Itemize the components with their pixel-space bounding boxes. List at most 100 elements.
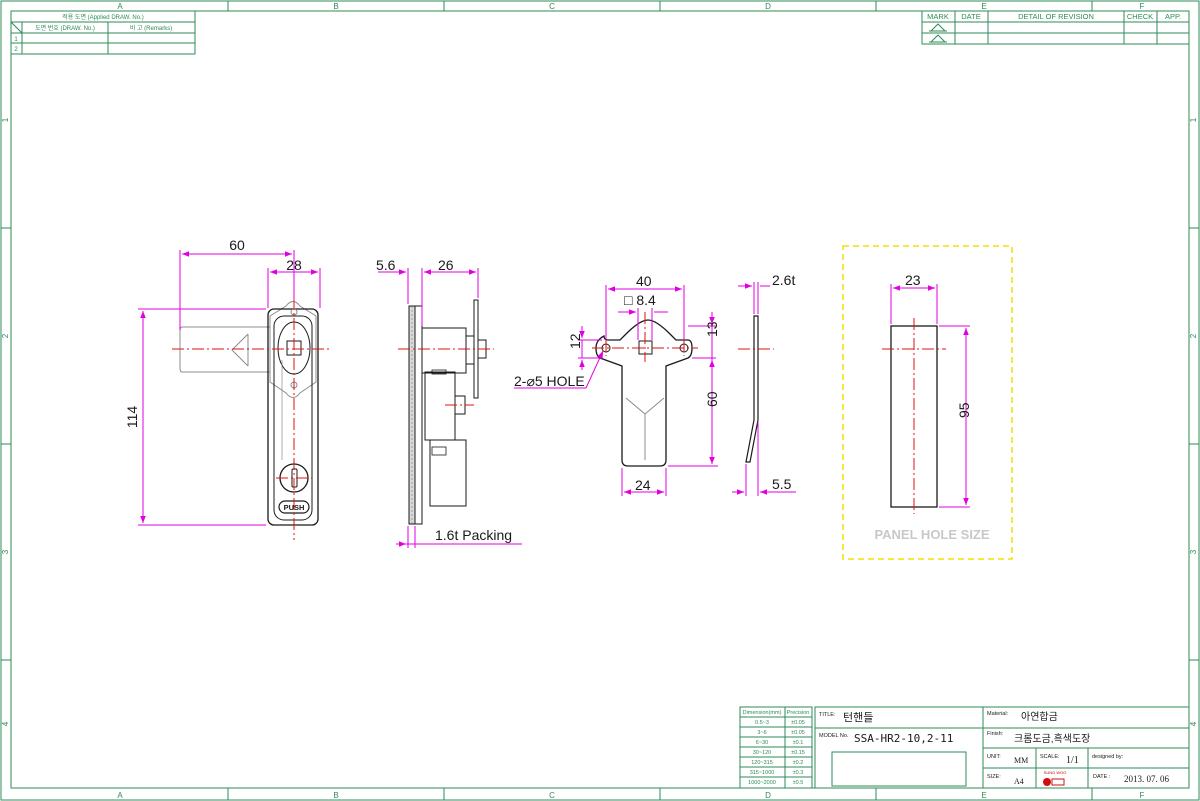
tolerance-row-3-value: ±0.1	[793, 740, 804, 746]
dim-cam-offset: 5.5	[772, 476, 792, 492]
revision-col-app: APP.	[1165, 12, 1181, 21]
tolerance-row-5-value: ±0.2	[793, 760, 804, 766]
zone-col-b-bottom: B	[333, 791, 338, 800]
applied-table-row-1: 1	[14, 37, 18, 43]
zone-col-a-top: A	[117, 2, 123, 11]
handle-rotated-ghost	[179, 326, 271, 373]
panel-hole-frame	[842, 245, 1013, 560]
dim-depth: 26	[438, 257, 454, 273]
brand-name: SUNG WOO	[1044, 770, 1067, 775]
revision-mark-triangle-1	[929, 23, 947, 32]
tolerance-col-precision: Precision	[787, 710, 810, 716]
finish-value: 크롬도금,흑색도장	[1014, 732, 1090, 745]
dim-packing-thickness: 5.6	[376, 257, 396, 273]
unit-label: UNIT:	[987, 754, 1001, 760]
scale-value: 1/1	[1066, 755, 1079, 766]
zone-col-c-bottom: C	[549, 791, 555, 800]
tolerance-table: Dimension(mm) Precision 0.5~3 ±0.05 3~6 …	[739, 706, 813, 789]
revision-table: MARK DATE DETAIL OF REVISION CHECK APP.	[921, 10, 1190, 45]
date-value: 2013. 07. 06	[1124, 774, 1170, 784]
tolerance-row-7-range: 1000~2000	[748, 780, 776, 786]
cam-outline	[595, 319, 693, 467]
zone-row-1-right: 1	[1189, 117, 1198, 122]
revision-col-detail: DETAIL OF REVISION	[1018, 12, 1094, 21]
zone-row-4-right: 4	[1189, 721, 1198, 726]
packing-label: 1.6t Packing	[435, 527, 512, 543]
dim-hole-offset-right: 13	[704, 321, 720, 337]
revision-mark-triangle-2	[929, 34, 947, 43]
zone-col-f-top: F	[1140, 2, 1145, 11]
title-label: TITLE:	[819, 712, 836, 718]
cam-view: 40 □ 8.4 12 13 60 24 2-⌀5 HOLE	[514, 273, 720, 496]
applied-table-row-2: 2	[14, 47, 18, 53]
tolerance-row-5-range: 120~315	[751, 760, 773, 766]
zone-col-d-bottom: D	[765, 791, 771, 800]
cam-side-view: 2.6t 5.5	[732, 272, 796, 496]
zone-row-2-left: 2	[1, 333, 10, 338]
tolerance-row-7-value: ±0.5	[793, 780, 804, 786]
model-label: MODEL No.	[819, 733, 849, 739]
zone-col-b-top: B	[333, 2, 338, 11]
tolerance-row-1-range: 0.5~3	[755, 720, 769, 726]
applied-drawing-table: 적용 도면 (Applied DRAW. No.) 도면 번호 (DRAW. N…	[10, 10, 196, 55]
applied-table-header: 적용 도면 (Applied DRAW. No.)	[62, 13, 144, 21]
model-value: SSA-HR2-10,2-11	[854, 732, 953, 745]
tolerance-row-6-range: 315~1000	[750, 770, 775, 776]
dim-panel-height: 95	[956, 402, 972, 418]
date-label: DATE :	[1093, 774, 1111, 780]
dim-height: 114	[124, 406, 140, 429]
zone-col-c-top: C	[549, 2, 555, 11]
dim-cam-thickness: 2.6t	[772, 272, 795, 288]
revision-col-date: DATE	[961, 12, 980, 21]
dim-square-drive: □ 8.4	[624, 292, 656, 308]
size-value: A4	[1014, 777, 1024, 786]
zone-row-4-left: 4	[1, 721, 10, 726]
size-label: SIZE:	[987, 774, 1001, 780]
dim-total-width: 60	[229, 237, 245, 253]
side-view: 5.6 26 1.6t Packing	[376, 257, 522, 548]
tolerance-row-3-range: 6~30	[756, 740, 768, 746]
front-view: PUSH 60 28 114	[124, 237, 330, 540]
zone-row-1-left: 1	[1, 117, 10, 122]
finish-label: Finish:	[987, 731, 1004, 737]
scale-label: SCALE:	[1040, 754, 1060, 760]
dim-cam-length: 60	[704, 391, 720, 407]
panel-hole-label: PANEL HOLE SIZE	[874, 527, 989, 542]
arrow-indicator	[231, 333, 249, 367]
tolerance-row-6-value: ±0.3	[793, 770, 804, 776]
tolerance-row-2-value: ±0.05	[791, 730, 805, 736]
revision-col-check: CHECK	[1127, 12, 1153, 21]
zone-row-3-left: 3	[1, 549, 10, 554]
dim-panel-width: 23	[905, 272, 921, 288]
tolerance-row-4-value: ±0.15	[791, 750, 805, 756]
material-label: Material:	[987, 711, 1009, 717]
cam-hole-callout: 2-⌀5 HOLE	[514, 373, 585, 389]
tolerance-col-dimension: Dimension(mm)	[743, 710, 782, 716]
title-block: TITLE: MODEL No. Material: Finish: UNIT:…	[814, 706, 1190, 789]
cam-profile	[745, 315, 759, 463]
zone-col-e-top: E	[981, 2, 986, 11]
dim-cam-width: 40	[636, 273, 652, 289]
zone-row-3-right: 3	[1189, 549, 1198, 554]
designed-label: designed by:	[1092, 754, 1124, 760]
applied-table-col-remarks: 비 고 (Remarks)	[130, 24, 172, 32]
revision-col-mark: MARK	[927, 12, 949, 21]
title-block-blank-box	[831, 751, 967, 787]
material-value: 아연합금	[1021, 711, 1058, 723]
panel-hole-view: 23 95 PANEL HOLE SIZE	[842, 245, 1013, 560]
zone-col-f-bottom: F	[1140, 791, 1145, 800]
zone-row-2-right: 2	[1189, 333, 1198, 338]
applied-table-col-drawno: 도면 번호 (DRAW. No.)	[35, 24, 95, 32]
tolerance-row-4-range: 30~120	[753, 750, 772, 756]
zone-col-d-top: D	[765, 2, 771, 11]
dim-hole-offset-left: 12	[567, 333, 583, 349]
tolerance-row-1-value: ±0.05	[791, 720, 805, 726]
tolerance-row-2-range: 3~6	[757, 730, 766, 736]
dim-cam-tongue: 24	[635, 477, 651, 493]
zone-col-e-bottom: E	[981, 791, 986, 800]
unit-value: MM	[1014, 756, 1028, 765]
dim-body-width: 28	[286, 257, 302, 273]
